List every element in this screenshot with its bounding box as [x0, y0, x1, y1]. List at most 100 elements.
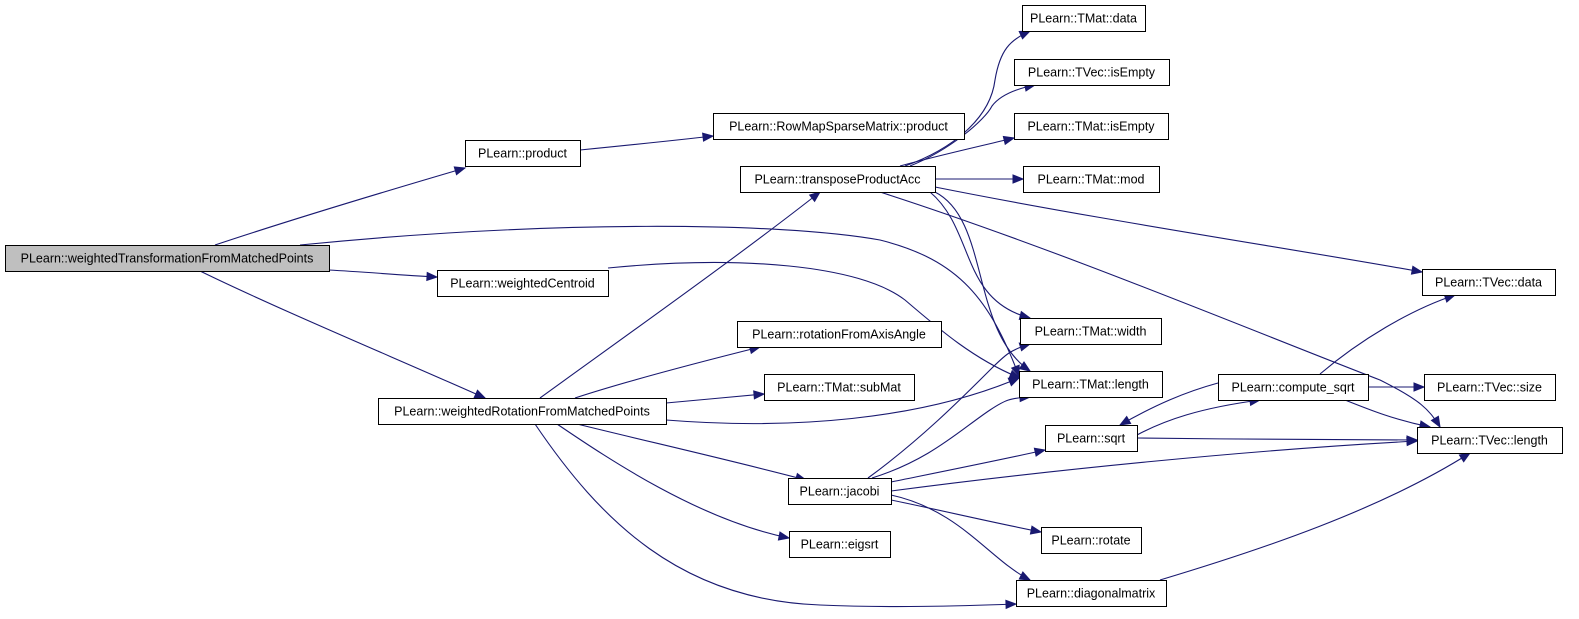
- node-rmsm_product[interactable]: PLearn::RowMapSparseMatrix::product: [713, 113, 965, 140]
- arrowhead-wrfmp-to-eigsrt: [777, 531, 791, 541]
- node-wcentroid[interactable]: PLearn::weightedCentroid: [437, 270, 609, 297]
- node-rotate[interactable]: PLearn::rotate: [1041, 527, 1142, 554]
- edge-jacobi-to-rotate: [890, 499, 1042, 533]
- edge-wrfmp-to-tpa: [539, 191, 821, 399]
- node-box[interactable]: [437, 270, 609, 297]
- node-tmat_width[interactable]: PLearn::TMat::width: [1020, 318, 1162, 345]
- node-label: PLearn::weightedRotationFromMatchedPoint…: [394, 405, 650, 419]
- node-label: PLearn::TMat::subMat: [777, 381, 901, 395]
- edge-jacobi-to-sqrt: [890, 449, 1046, 483]
- node-label: PLearn::TMat::width: [1035, 325, 1147, 339]
- edge-wtfmp-to-wcentroid: [328, 269, 438, 278]
- arrowhead-wrfmp-to-diagonalmatrix: [1005, 599, 1018, 610]
- edge-tpa-to-tmat_data: [904, 30, 1031, 167]
- arrowhead-wtfmp-to-wcentroid: [426, 271, 439, 282]
- node-sqrt[interactable]: PLearn::sqrt: [1045, 425, 1138, 452]
- arrowhead-diagonalmatrix-to-tvec_length: [1458, 452, 1472, 463]
- node-box[interactable]: [789, 531, 891, 558]
- node-label: PLearn::product: [478, 147, 567, 161]
- edge-wtfmp-to-product: [214, 167, 466, 246]
- arrowhead-product-to-rmsm_product: [702, 132, 715, 142]
- node-label: PLearn::transposeProductAcc: [754, 173, 920, 187]
- node-submat[interactable]: PLearn::TMat::subMat: [764, 374, 915, 401]
- edge-compute_sqrt-to-tvec_length: [1344, 399, 1431, 428]
- node-box[interactable]: [713, 113, 965, 140]
- call-graph-edges: [199, 30, 1472, 610]
- edge-compute_sqrt-to-sqrt: [1119, 382, 1219, 426]
- edge-jacobi-to-tvec_length: [890, 440, 1418, 492]
- node-box[interactable]: [1022, 5, 1146, 32]
- node-box[interactable]: [1019, 371, 1163, 398]
- node-eigsrt[interactable]: PLearn::eigsrt: [789, 531, 891, 558]
- edge-compute_sqrt-to-tvec_data: [1319, 294, 1456, 375]
- node-tvec_length[interactable]: PLearn::TVec::length: [1417, 427, 1563, 454]
- arrowhead-wrfmp-to-tmat_length: [1007, 377, 1021, 387]
- edge-wrfmp-to-rfaa: [574, 346, 761, 399]
- edge-diagonalmatrix-to-tvec_length: [1159, 452, 1471, 581]
- node-label: PLearn::weightedTransformationFromMatche…: [21, 252, 314, 266]
- arrowhead-tpa-to-tmat_isempty: [1002, 135, 1016, 146]
- node-box[interactable]: [1417, 427, 1563, 454]
- node-tmat_isempty[interactable]: PLearn::TMat::isEmpty: [1014, 113, 1169, 140]
- edge-jacobi-to-tmat_length: [871, 396, 1031, 479]
- node-tvec_isempty[interactable]: PLearn::TVec::isEmpty: [1014, 59, 1170, 86]
- arrowhead-tpa-to-tvec_length: [1430, 415, 1441, 429]
- node-box[interactable]: [1422, 269, 1556, 296]
- node-box[interactable]: [1218, 374, 1369, 401]
- node-box[interactable]: [5, 245, 330, 272]
- node-label: PLearn::weightedCentroid: [450, 277, 595, 291]
- node-box[interactable]: [737, 321, 942, 348]
- node-box[interactable]: [764, 374, 915, 401]
- node-box[interactable]: [740, 166, 936, 193]
- node-box[interactable]: [1045, 425, 1138, 452]
- node-box[interactable]: [1014, 113, 1169, 140]
- node-box[interactable]: [378, 398, 667, 425]
- edge-jacobi-to-diagonalmatrix: [890, 494, 1031, 581]
- arrowhead-tpa-to-tvec_data: [1410, 265, 1424, 275]
- node-box[interactable]: [1424, 374, 1556, 401]
- node-label: PLearn::TVec::size: [1437, 381, 1542, 395]
- node-label: PLearn::sqrt: [1057, 432, 1126, 446]
- node-tmat_data[interactable]: PLearn::TMat::data: [1022, 5, 1146, 32]
- arrowhead-tpa-to-tmat_length: [1018, 361, 1032, 372]
- edge-tpa-to-tmat_isempty: [899, 137, 1015, 167]
- node-tvec_data[interactable]: PLearn::TVec::data: [1422, 269, 1556, 296]
- arrowhead-compute_sqrt-to-sqrt: [1118, 415, 1132, 426]
- node-product[interactable]: PLearn::product: [465, 140, 581, 167]
- node-box[interactable]: [1014, 59, 1170, 86]
- node-label: PLearn::rotate: [1051, 534, 1130, 548]
- edge-tpa-to-tvec_length: [879, 191, 1441, 428]
- node-label: PLearn::TMat::data: [1030, 12, 1137, 26]
- node-label: PLearn::RowMapSparseMatrix::product: [729, 120, 948, 134]
- node-compute_sqrt[interactable]: PLearn::compute_sqrt: [1218, 374, 1369, 401]
- edge-wtfmp-to-tmat_length: [299, 225, 1020, 377]
- node-box[interactable]: [465, 140, 581, 167]
- node-box[interactable]: [1020, 318, 1162, 345]
- node-label: PLearn::diagonalmatrix: [1027, 587, 1156, 601]
- node-box[interactable]: [1041, 527, 1142, 554]
- edge-wrfmp-to-jacobi: [576, 423, 807, 481]
- edge-tpa-to-tvec_data: [934, 186, 1423, 273]
- node-jacobi[interactable]: PLearn::jacobi: [788, 478, 892, 505]
- arrowhead-wrfmp-to-tpa: [808, 191, 822, 203]
- node-wrfmp[interactable]: PLearn::weightedRotationFromMatchedPoint…: [378, 398, 667, 425]
- node-diagonalmatrix[interactable]: PLearn::diagonalmatrix: [1016, 580, 1167, 607]
- node-tmat_length[interactable]: PLearn::TMat::length: [1019, 371, 1163, 398]
- node-tmat_mod[interactable]: PLearn::TMat::mod: [1023, 166, 1160, 193]
- node-box[interactable]: [1023, 166, 1160, 193]
- node-tvec_size[interactable]: PLearn::TVec::size: [1424, 374, 1556, 401]
- node-box[interactable]: [1016, 580, 1167, 607]
- node-wtfmp[interactable]: PLearn::weightedTransformationFromMatche…: [5, 245, 330, 272]
- node-label: PLearn::eigsrt: [801, 538, 879, 552]
- node-label: PLearn::compute_sqrt: [1232, 381, 1356, 395]
- edge-tpa-to-tvec_isempty: [909, 84, 1036, 167]
- node-box[interactable]: [788, 478, 892, 505]
- arrowhead-wtfmp-to-wrfmp: [473, 389, 487, 399]
- edge-product-to-rmsm_product: [579, 135, 714, 151]
- node-rfaa[interactable]: PLearn::rotationFromAxisAngle: [737, 321, 942, 348]
- node-tpa[interactable]: PLearn::transposeProductAcc: [740, 166, 936, 193]
- node-label: PLearn::TMat::mod: [1038, 173, 1145, 187]
- arrowhead-wtfmp-to-tmat_length: [1010, 364, 1020, 378]
- node-label: PLearn::jacobi: [800, 485, 880, 499]
